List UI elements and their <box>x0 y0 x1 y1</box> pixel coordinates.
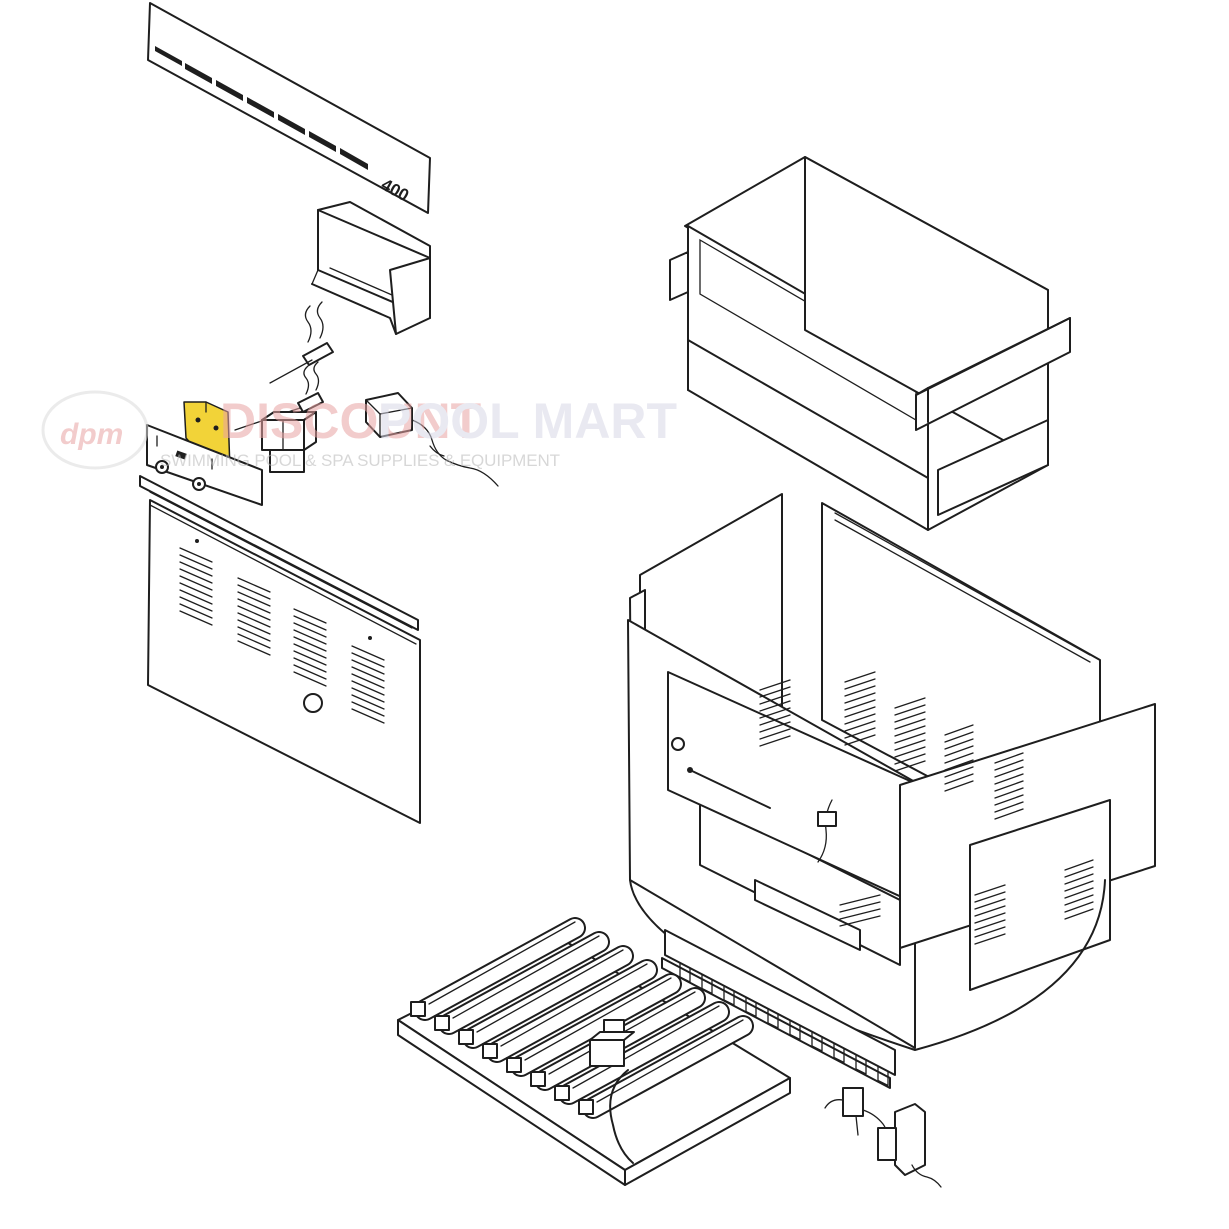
watermark-logo: dpm <box>41 390 149 470</box>
front-panel-strip <box>139 475 419 631</box>
watermark-brand-right: POOL MART <box>378 393 677 449</box>
svg-text:dpm: dpm <box>60 418 123 451</box>
transformer <box>261 411 317 473</box>
ignition-module <box>365 392 499 487</box>
front-panel-louvers <box>179 547 385 724</box>
nameplate-vent-slots <box>155 46 368 170</box>
burner-tubes <box>410 917 754 1119</box>
heater-cabinet <box>627 493 1156 1051</box>
burner-tray <box>397 917 791 1186</box>
blower-housing <box>877 1103 942 1188</box>
watermark: dpm DISCOUNT POOL MART SWIMMING POOL & S… <box>41 390 677 470</box>
sight-glass <box>303 693 323 713</box>
burner-manifold-strip <box>661 929 896 1089</box>
control-plate <box>146 424 263 506</box>
watermark-tagline: SWIMMING POOL & SPA SUPPLIES & EQUIPMENT <box>160 451 560 470</box>
gas-valve <box>589 1019 635 1067</box>
jacket-box <box>311 201 431 335</box>
front-access-panel <box>147 499 421 824</box>
igniter-assembly <box>824 1087 888 1143</box>
thermostat-switch <box>269 301 334 384</box>
draft-hood-frame <box>669 156 1071 531</box>
nameplate-panel: 400 <box>147 2 431 214</box>
cabinet-louvers <box>759 671 1094 945</box>
watermark-brand-left: DISCOUNT <box>220 393 481 449</box>
